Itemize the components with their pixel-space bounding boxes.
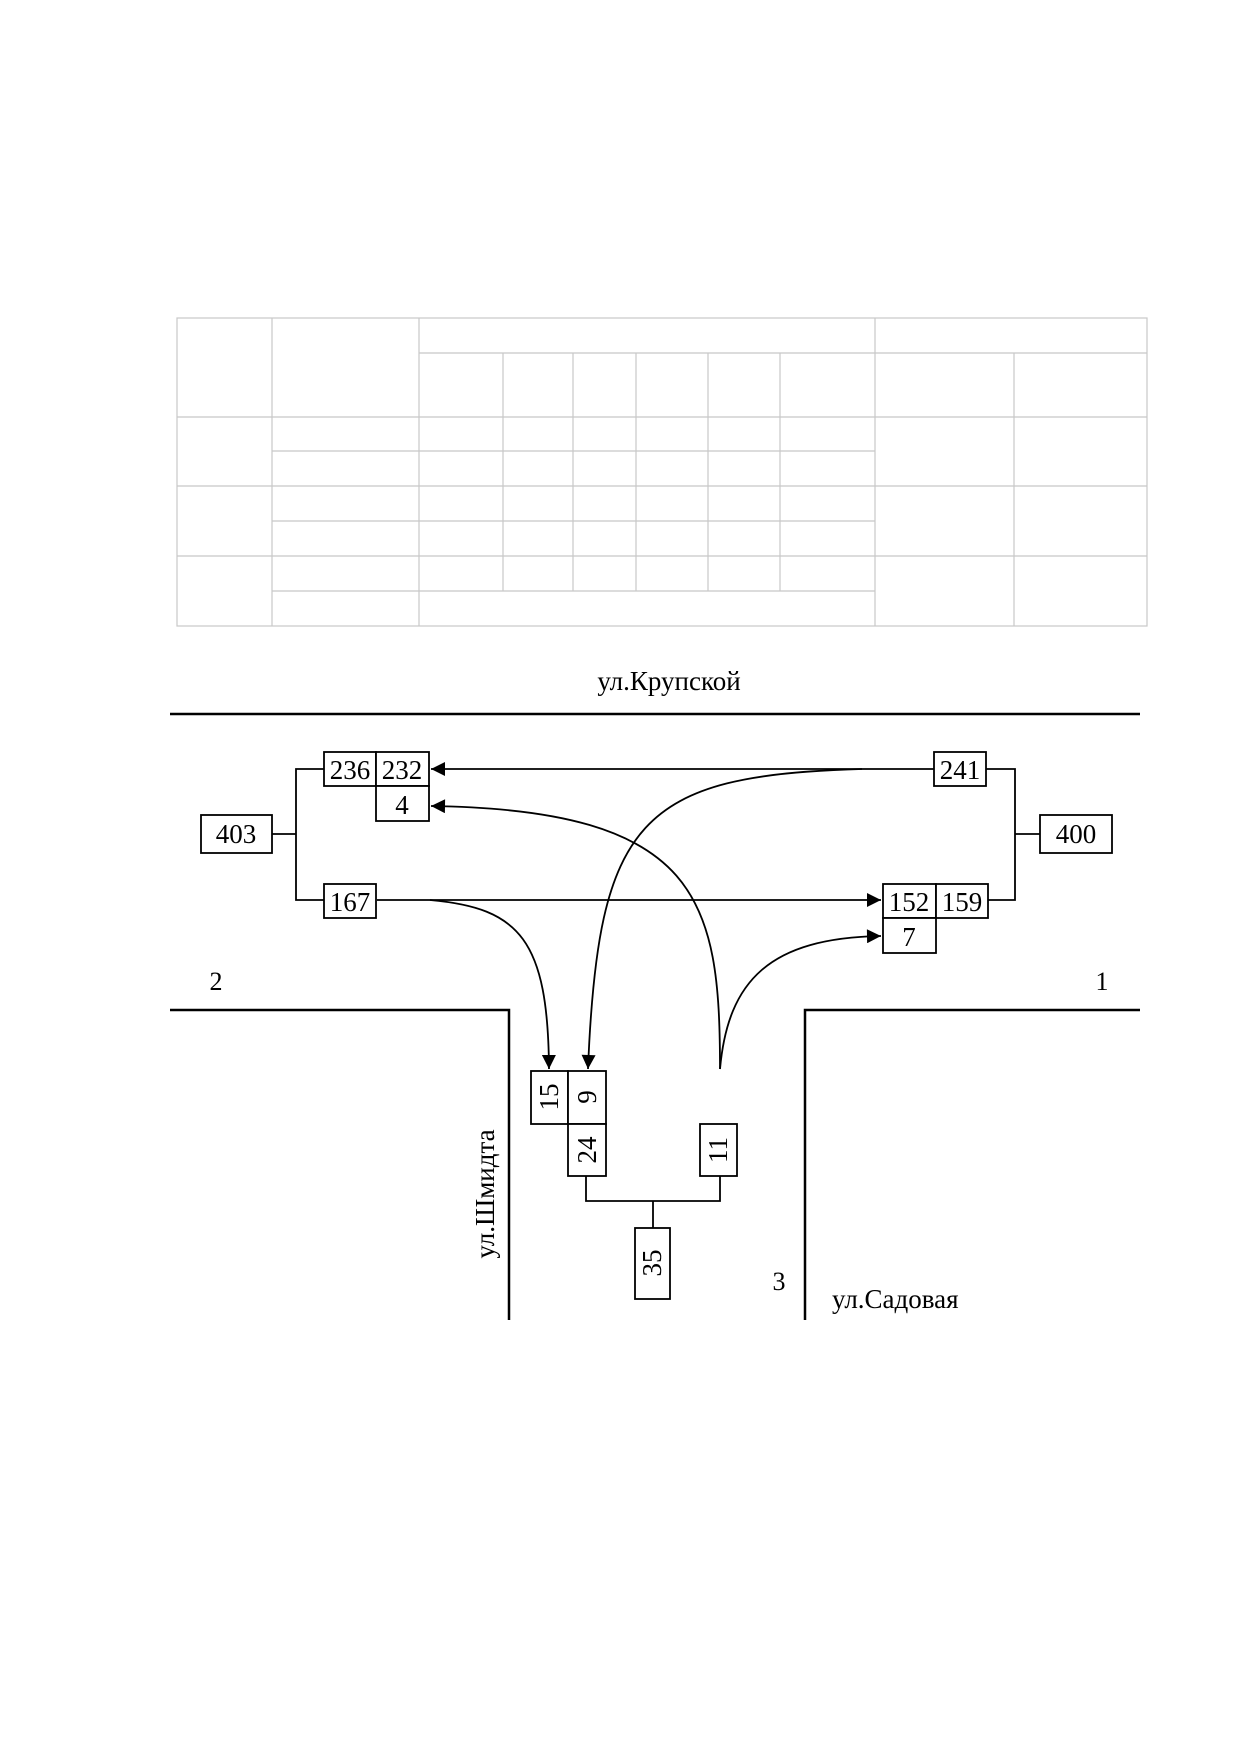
empty-table — [176, 317, 1148, 627]
street-outlines — [170, 712, 1140, 1320]
street-name-top: ул.Крупской — [597, 666, 740, 696]
total-south: 35 — [637, 1250, 667, 1277]
arrow-east-to-south — [581, 768, 863, 1070]
flow-east-in-from-west: 159 — [942, 887, 983, 917]
approach-number-south: 3 — [773, 1267, 786, 1296]
flow-east-in-from-south: 7 — [902, 922, 916, 952]
flow-east-in-through: 152 — [889, 887, 930, 917]
flow-west-in-from-east: 232 — [382, 755, 423, 785]
flow-south-in-total: 24 — [572, 1136, 602, 1164]
connector-lines — [272, 768, 1040, 1228]
street-edge-right — [803, 1008, 1140, 1320]
flow-east-out: 241 — [940, 755, 981, 785]
flow-west-in-through: 236 — [330, 755, 371, 785]
flow-west-out: 167 — [330, 887, 371, 917]
flow-south-in-from-east: 9 — [572, 1090, 602, 1104]
flow-south-in-from-west: 15 — [534, 1084, 564, 1111]
street-edge-left — [170, 1008, 511, 1320]
street-name-right: ул.Садовая — [832, 1284, 959, 1314]
arrow-south-to-west — [430, 799, 721, 1070]
flow-south-out: 11 — [703, 1137, 733, 1163]
arrow-west-to-south — [429, 899, 556, 1070]
total-west: 403 — [216, 819, 257, 849]
approach-number-west: 2 — [210, 967, 223, 996]
approach-number-east: 1 — [1096, 967, 1109, 996]
flow-arrows — [377, 762, 934, 1070]
arrow-south-to-east — [719, 929, 882, 1070]
flow-west-in-from-south: 4 — [395, 790, 409, 820]
total-east: 400 — [1056, 819, 1097, 849]
value-boxes — [200, 751, 1113, 1300]
street-name-left: ул.Шмидта — [470, 1129, 500, 1258]
